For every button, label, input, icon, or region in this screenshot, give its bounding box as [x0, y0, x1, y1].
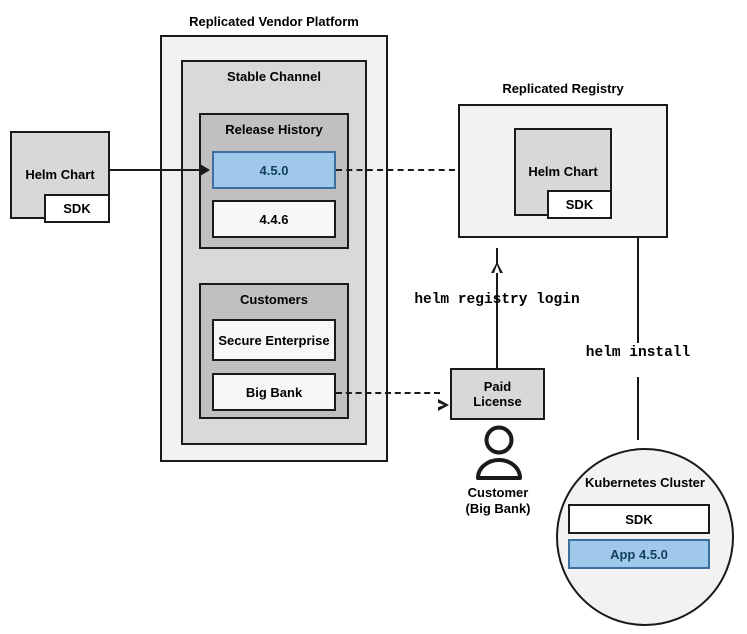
- helm-registry-login-label: helm registry login: [414, 292, 580, 308]
- connector-registry-to-cluster-lower: [637, 377, 639, 440]
- release-version-label: 4.4.6: [259, 211, 289, 227]
- source-helm-chart-title: Helm Chart: [25, 167, 95, 182]
- release-version-label: 4.5.0: [259, 162, 289, 178]
- customer-actor-line1: Customer: [467, 485, 529, 500]
- connector-chart-to-release: [110, 169, 202, 171]
- sdk-label: SDK: [63, 201, 91, 216]
- registry-sdk-box: SDK: [547, 190, 612, 219]
- connector-bigbank-to-license: [336, 392, 440, 394]
- release-item-4-5-0[interactable]: 4.5.0: [212, 151, 336, 189]
- arrowhead-license-to-registry: [491, 262, 503, 273]
- cluster-item-sdk: SDK: [568, 504, 710, 534]
- kubernetes-cluster-title: Kubernetes Cluster: [585, 475, 705, 490]
- release-history-title: Release History: [225, 122, 323, 137]
- registry-title: Replicated Registry: [502, 81, 624, 96]
- connector-release-to-registry: [336, 169, 496, 171]
- platform-title: Replicated Vendor Platform: [189, 14, 359, 29]
- paid-license-line1: Paid: [483, 379, 512, 394]
- customer-item-secure-enterprise[interactable]: Secure Enterprise: [212, 319, 336, 361]
- helm-install-label: helm install: [585, 345, 691, 361]
- kubernetes-cluster-circle: [556, 448, 734, 626]
- source-helm-chart-sdk-box: SDK: [44, 194, 110, 223]
- paid-license-box: Paid License: [450, 368, 545, 420]
- connector-registry-to-cluster-upper: [637, 238, 639, 343]
- paid-license-line2: License: [473, 394, 522, 409]
- cluster-item-label: SDK: [625, 511, 653, 527]
- cluster-item-app: App 4.5.0: [568, 539, 710, 569]
- customer-item-big-bank[interactable]: Big Bank: [212, 373, 336, 411]
- sdk-label: SDK: [565, 197, 594, 212]
- cluster-item-label: App 4.5.0: [610, 546, 668, 562]
- person-icon: [476, 425, 522, 480]
- registry-helm-chart-title: Helm Chart: [528, 164, 598, 179]
- stable-channel-title: Stable Channel: [227, 69, 321, 84]
- customers-title: Customers: [240, 292, 308, 307]
- release-item-4-4-6[interactable]: 4.4.6: [212, 200, 336, 238]
- customer-actor-line2: (Big Bank): [465, 501, 531, 516]
- connector-license-to-registry: [496, 248, 498, 368]
- arrowhead-chart-to-release: [200, 164, 210, 176]
- arrowhead-bigbank-to-license: [436, 399, 449, 411]
- customer-name-label: Secure Enterprise: [218, 332, 330, 348]
- customer-name-label: Big Bank: [245, 384, 303, 400]
